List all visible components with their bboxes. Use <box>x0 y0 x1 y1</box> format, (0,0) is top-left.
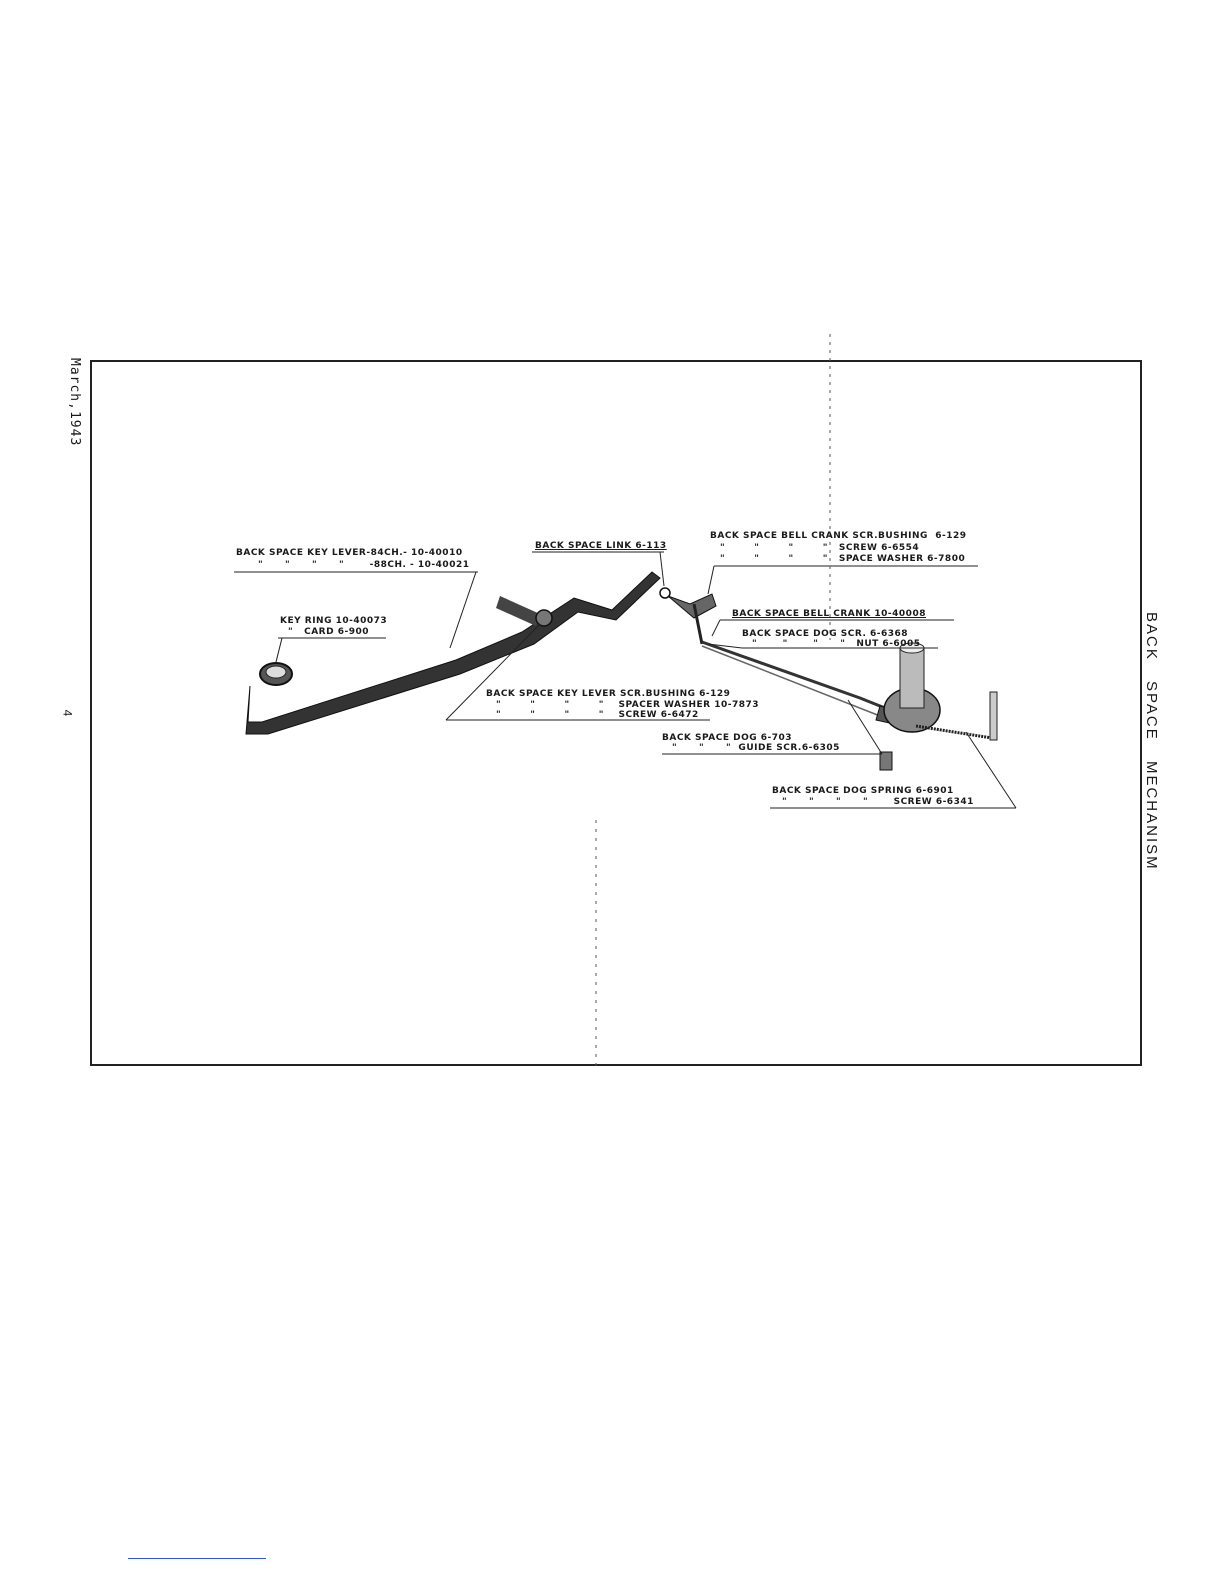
dog-screw-label: BACK SPACE DOG SCR. 6-6368 <box>742 629 909 639</box>
guide-screw-illustration <box>879 751 893 771</box>
lever-washer-label: " " " " SPACER WASHER 10-7873 <box>496 700 760 710</box>
lever-screw-illustration <box>535 609 553 627</box>
dog-spring-label: BACK SPACE DOG SPRING 6-6901 <box>772 786 954 796</box>
spring-illustration <box>915 691 998 741</box>
bell-crank-bushing-label: BACK SPACE BELL CRANK SCR.BUSHING 6-129 <box>710 531 967 541</box>
bell-crank-screw-label: " " " " SCREW 6-6554 <box>720 543 920 553</box>
bell-crank-label: BACK SPACE BELL CRANK 10-40008 <box>732 609 926 619</box>
lever-bushing-label: BACK SPACE KEY LEVER SCR.BUSHING 6-129 <box>486 689 731 699</box>
ratchet-wheel-illustration <box>883 642 941 733</box>
dog-spring-screw-label: " " " " SCREW 6-6341 <box>782 797 974 807</box>
dog-rod-illustration <box>701 640 917 729</box>
key-ring-label: KEY RING 10-40073 <box>280 616 388 626</box>
lever-screw-label: " " " " SCREW 6-6472 <box>496 710 699 720</box>
dog-label: BACK SPACE DOG 6-703 <box>662 733 793 743</box>
dog-guide-screw-label: " " " GUIDE SCR.6-6305 <box>672 743 840 753</box>
key-ring-illustration <box>259 662 293 686</box>
dog-nut-label: " " " " NUT 6-6005 <box>752 639 921 649</box>
key-lever-88-label: " " " " -88CH. - 10-40021 <box>258 560 470 570</box>
bell-crank-washer-label: " " " " SPACE WASHER 6-7800 <box>720 554 966 564</box>
key-lever-illustration <box>245 571 661 735</box>
bell-crank-illustration <box>659 587 717 645</box>
key-lever-84-label: BACK SPACE KEY LEVER-84CH.- 10-40010 <box>236 548 463 558</box>
key-card-label: " CARD 6-900 <box>288 627 369 637</box>
link-label: BACK SPACE LINK 6-113 <box>535 541 667 551</box>
footer-rule <box>128 1558 266 1559</box>
drawing-frame <box>90 360 1142 1066</box>
leader-lines <box>234 551 1017 809</box>
